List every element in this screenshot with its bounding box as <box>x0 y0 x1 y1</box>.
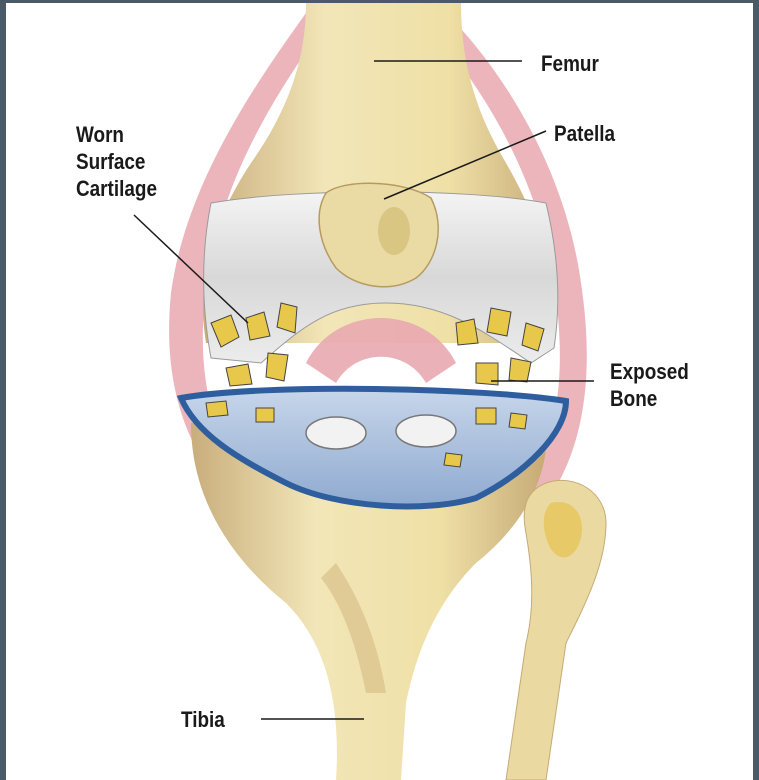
exposed-label: Exposed <box>610 358 689 385</box>
meniscus-hole-left <box>306 417 366 449</box>
bone-label: Bone <box>610 385 657 412</box>
surface-label: Surface <box>76 148 145 175</box>
worn-label: Worn <box>76 121 124 148</box>
tibia-label: Tibia <box>181 706 225 733</box>
cartilage-label: Cartilage <box>76 175 157 202</box>
meniscus-hole-right <box>396 415 456 447</box>
femur-label: Femur <box>541 50 599 77</box>
patella-shadow <box>378 207 410 255</box>
patella-label: Patella <box>554 120 615 147</box>
